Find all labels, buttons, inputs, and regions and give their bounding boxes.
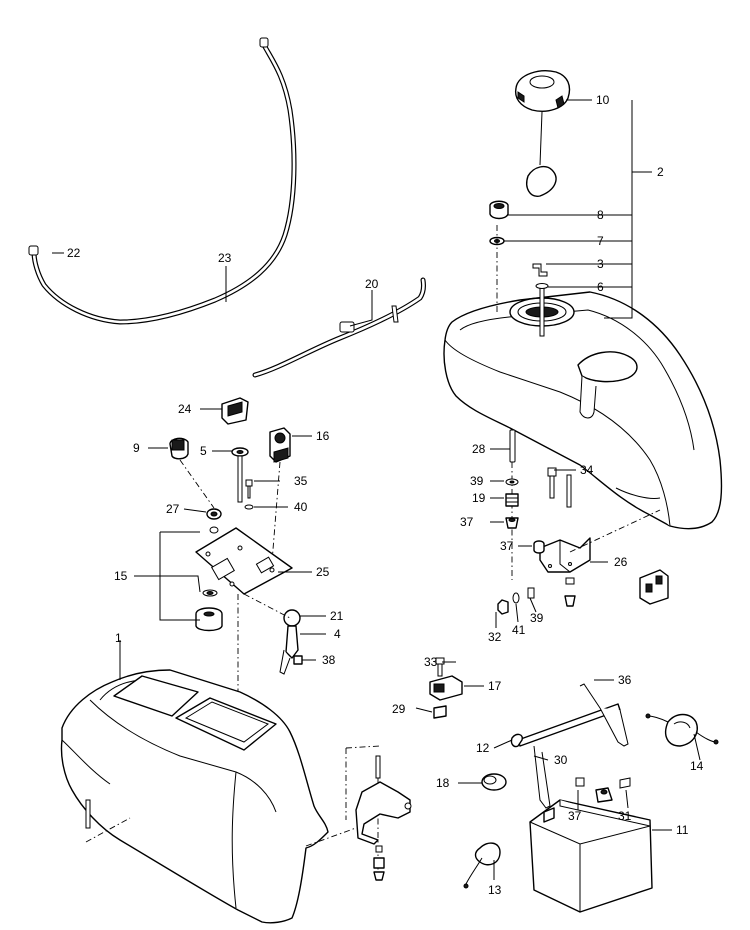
callout-1: 1 bbox=[115, 631, 122, 645]
callout-17: 17 bbox=[488, 679, 502, 693]
callout-13: 13 bbox=[488, 883, 502, 897]
callout-37: 37 bbox=[460, 515, 474, 529]
callout-35: 35 bbox=[294, 474, 308, 488]
callout-33: 33 bbox=[424, 655, 438, 669]
callout-11: 11 bbox=[676, 823, 689, 837]
callout-28: 28 bbox=[472, 442, 486, 456]
overflow-hose-part bbox=[252, 277, 427, 378]
callout-16: 16 bbox=[316, 429, 330, 443]
callout-14: 14 bbox=[690, 759, 704, 773]
callout-19: 19 bbox=[472, 491, 486, 505]
tank-mount-hardware bbox=[497, 429, 661, 615]
tank-fittings-part bbox=[489, 200, 549, 337]
callout-labels: 10 2 8 7 3 6 22 23 20 24 9 5 16 35 40 27… bbox=[67, 93, 704, 897]
callout-9: 9 bbox=[133, 441, 140, 455]
electrical-parts bbox=[429, 657, 719, 913]
callout-26: 26 bbox=[614, 555, 628, 569]
callout-24: 24 bbox=[178, 402, 192, 416]
callout-37: 37 bbox=[568, 809, 582, 823]
callout-7: 7 bbox=[597, 234, 604, 248]
fuel-tank-part bbox=[443, 291, 723, 530]
callout-18: 18 bbox=[436, 776, 450, 790]
callout-38: 38 bbox=[322, 653, 336, 667]
callout-15: 15 bbox=[114, 569, 128, 583]
callout-41: 41 bbox=[512, 623, 526, 637]
callout-27: 27 bbox=[166, 502, 180, 516]
callout-39: 39 bbox=[530, 611, 544, 625]
callout-25: 25 bbox=[316, 565, 330, 579]
callout-6: 6 bbox=[597, 280, 604, 294]
callout-39: 39 bbox=[470, 474, 484, 488]
callout-10: 10 bbox=[596, 93, 610, 107]
callout-37: 37 bbox=[500, 539, 514, 553]
console-part bbox=[60, 594, 329, 924]
callout-21: 21 bbox=[330, 609, 344, 623]
fuel-cap-part bbox=[514, 70, 571, 197]
callout-12: 12 bbox=[476, 741, 490, 755]
callout-20: 20 bbox=[365, 277, 379, 291]
callout-23: 23 bbox=[218, 251, 232, 265]
connector-part bbox=[639, 569, 669, 605]
callout-4: 4 bbox=[334, 627, 341, 641]
callout-leaders bbox=[52, 99, 701, 880]
callout-32: 32 bbox=[488, 630, 502, 644]
callout-8: 8 bbox=[597, 208, 604, 222]
callout-31: 31 bbox=[618, 809, 632, 823]
fuel-hose-part bbox=[28, 37, 297, 325]
console-bracket-hardware bbox=[305, 745, 412, 881]
control-panel-parts bbox=[169, 397, 303, 675]
callout-22: 22 bbox=[67, 246, 81, 260]
callout-34: 34 bbox=[580, 463, 594, 477]
callout-30: 30 bbox=[554, 753, 568, 767]
callout-29: 29 bbox=[392, 702, 406, 716]
callout-40: 40 bbox=[294, 500, 308, 514]
callout-3: 3 bbox=[597, 257, 604, 271]
callout-36: 36 bbox=[618, 673, 632, 687]
callout-2: 2 bbox=[657, 165, 664, 179]
callout-5: 5 bbox=[200, 444, 207, 458]
